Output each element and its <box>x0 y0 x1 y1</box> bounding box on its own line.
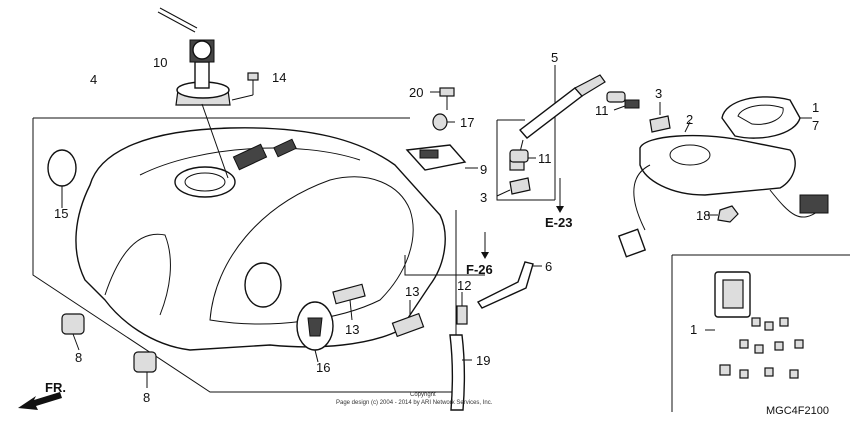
callout-13-b: 13 <box>405 284 419 299</box>
arrow-e23 <box>556 178 564 213</box>
bolt-14 <box>231 72 259 101</box>
callout-3-upper: 3 <box>655 86 662 101</box>
callout-9: 9 <box>480 162 487 177</box>
tube-19 <box>449 334 472 411</box>
callout-11-lower: 11 <box>538 151 552 166</box>
bracket-9 <box>405 144 478 171</box>
front-arrow: FR. <box>18 380 66 410</box>
screw-20 <box>430 87 455 110</box>
callout-16: 16 <box>316 360 330 375</box>
clip-3-upper <box>649 102 671 133</box>
fuel-cap-and-key <box>157 7 231 179</box>
rubber-8-left <box>61 313 85 351</box>
clamp-12 <box>456 292 468 325</box>
callout-1: 1 <box>812 100 819 115</box>
callout-20: 20 <box>409 85 423 100</box>
fuel-tank <box>75 127 446 351</box>
callout-18: 18 <box>696 208 710 223</box>
pad-13-b <box>391 300 425 338</box>
callout-6: 6 <box>545 259 552 274</box>
callout-8-left: 8 <box>75 350 82 365</box>
copyright-line-1: Copyright <box>410 392 436 398</box>
emblem-16 <box>296 301 334 363</box>
callout-17: 17 <box>460 115 474 130</box>
callout-11-upper: 11 <box>595 103 609 118</box>
callout-8-right: 8 <box>143 390 150 405</box>
arrow-f26 <box>404 232 489 276</box>
callout-12: 12 <box>457 278 471 293</box>
packing-7 <box>721 96 812 139</box>
ref-f26: F-26 <box>466 262 493 277</box>
copyright-line-2: Page design (c) 2004 - 2014 by ARI Netwo… <box>336 400 493 406</box>
ref-e23: E-23 <box>545 215 572 230</box>
callout-14: 14 <box>272 70 286 85</box>
callout-4: 4 <box>90 72 97 87</box>
nut-18 <box>708 205 739 223</box>
collar-17 <box>432 113 455 131</box>
callout-1-inset: 1 <box>690 322 697 337</box>
diagram-code: MGC4F2100 <box>766 405 829 417</box>
callout-13-a: 13 <box>345 322 359 337</box>
emblem-15 <box>47 149 77 208</box>
clip-11-lower <box>509 149 536 163</box>
inset-panel <box>671 254 850 412</box>
callout-3-lower: 3 <box>480 190 487 205</box>
pad-13-a <box>332 283 366 321</box>
breather-tube-5 <box>509 74 606 171</box>
callout-7: 7 <box>812 118 819 133</box>
callout-19: 19 <box>476 353 490 368</box>
fuel-pump-2 <box>617 121 829 258</box>
clip-11-upper <box>606 91 640 111</box>
clip-3-lower <box>496 177 531 197</box>
rubber-8-right <box>133 351 157 388</box>
front-label: FR. <box>45 380 66 395</box>
callout-15: 15 <box>54 206 68 221</box>
callout-2: 2 <box>686 112 693 127</box>
callout-5: 5 <box>551 50 558 65</box>
hose-6 <box>476 261 542 309</box>
callout-10: 10 <box>153 55 167 70</box>
